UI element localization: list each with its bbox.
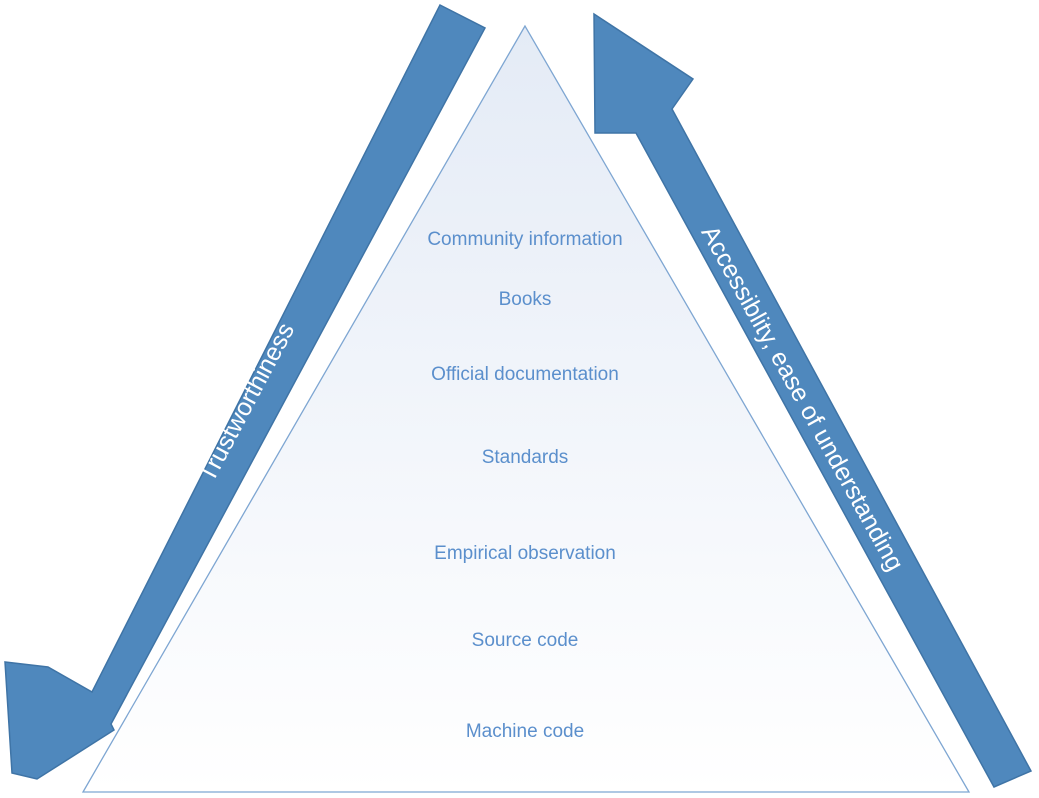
pyramid-triangle — [81, 24, 971, 793]
layer-label-source-code: Source code — [472, 630, 579, 651]
layer-label-books: Books — [499, 289, 552, 310]
layer-label-standards: Standards — [482, 447, 569, 468]
layer-label-official-documentation: Official documentation — [431, 364, 619, 385]
accessibility-arrow — [593, 12, 1033, 788]
layer-label-empirical-observation: Empirical observation — [434, 543, 616, 564]
layer-label-machine-code: Machine code — [466, 721, 584, 742]
layer-label-community-information: Community information — [427, 229, 622, 250]
trustworthiness-arrow — [4, 3, 487, 780]
